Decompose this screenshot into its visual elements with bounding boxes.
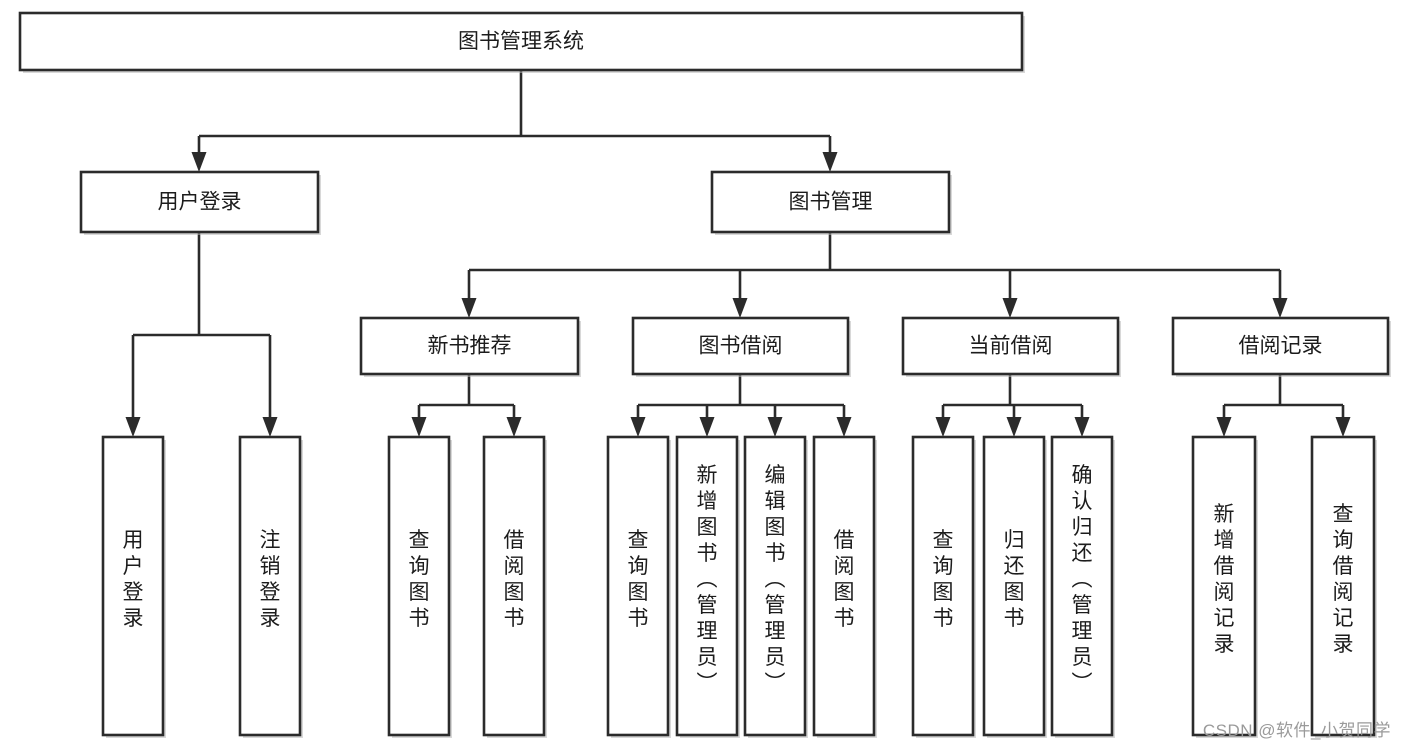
node-leaf-2[interactable]: 查询图书: [387, 435, 452, 738]
node-label: 注销登录: [260, 529, 281, 630]
node-leaf-11[interactable]: 新增借阅记录: [1191, 435, 1258, 738]
node-box[interactable]: [812, 435, 876, 737]
node-box[interactable]: [79, 170, 320, 234]
arrow-head-icon: [411, 417, 427, 437]
node-label: 当前借阅: [969, 335, 1053, 358]
node-box[interactable]: [710, 170, 951, 234]
node-box[interactable]: [238, 435, 302, 737]
node-box[interactable]: [982, 435, 1046, 737]
node-leaf-12[interactable]: 查询借阅记录: [1310, 435, 1377, 738]
connectors-layer: [125, 70, 1351, 437]
connector-record_to_leaves: [1216, 374, 1351, 437]
arrow-head-icon: [1002, 298, 1018, 318]
node-label: 借阅记录: [1239, 335, 1323, 358]
node-label: 查询图书: [628, 529, 649, 630]
nodes-layer: 图书管理系统用户登录图书管理新书推荐图书借阅当前借阅借阅记录用户登录注销登录查询…: [18, 11, 1391, 738]
node-box[interactable]: [1050, 435, 1114, 737]
connector-current_to_leaves: [935, 374, 1090, 437]
arrow-head-icon: [461, 298, 477, 318]
node-level2-0[interactable]: 用户登录: [79, 170, 321, 235]
node-box[interactable]: [101, 435, 165, 737]
node-box[interactable]: [911, 435, 975, 737]
arrow-head-icon: [630, 417, 646, 437]
node-level3-0[interactable]: 新书推荐: [359, 316, 581, 377]
node-leaf-4[interactable]: 查询图书: [606, 435, 671, 738]
node-leaf-9[interactable]: 归还图书: [982, 435, 1047, 738]
connector-root_to_level2: [191, 70, 838, 172]
arrow-head-icon: [506, 417, 522, 437]
arrow-head-icon: [1272, 298, 1288, 318]
node-box[interactable]: [901, 316, 1120, 376]
node-leaf-10[interactable]: 确认归还︵管理员︶: [1050, 435, 1115, 738]
arrow-head-icon: [125, 417, 141, 437]
node-leaf-1[interactable]: 注销登录: [238, 435, 303, 738]
node-label: 用户登录: [158, 191, 242, 214]
node-box[interactable]: [359, 316, 580, 376]
node-label: 用户登录: [123, 529, 144, 630]
node-leaf-8[interactable]: 查询图书: [911, 435, 976, 738]
connector-newbook_to_leaves: [411, 374, 522, 437]
arrow-head-icon: [836, 417, 852, 437]
node-label: 查询借阅记录: [1333, 503, 1354, 656]
arrow-head-icon: [935, 417, 951, 437]
node-label: 编辑图书︵管理员︶: [765, 464, 786, 695]
arrow-head-icon: [1335, 417, 1351, 437]
node-label: 查询图书: [933, 529, 954, 630]
node-label: 图书管理系统: [458, 30, 584, 53]
node-label: 确认归还︵管理员︶: [1072, 464, 1093, 695]
connector-bookmgmt_to_level3: [461, 232, 1288, 318]
node-box[interactable]: [606, 435, 670, 737]
node-box[interactable]: [1171, 316, 1390, 376]
node-leaf-3[interactable]: 借阅图书: [482, 435, 547, 738]
node-box[interactable]: [1191, 435, 1257, 737]
connector-userlogin_to_leaves: [125, 232, 278, 437]
node-root-0[interactable]: 图书管理系统: [18, 11, 1025, 73]
node-level3-2[interactable]: 当前借阅: [901, 316, 1121, 377]
node-leaf-5[interactable]: 新增图书︵管理员︶: [675, 435, 740, 738]
arrow-head-icon: [1006, 417, 1022, 437]
arrow-head-icon: [1074, 417, 1090, 437]
node-leaf-0[interactable]: 用户登录: [101, 435, 166, 738]
connector-borrow_to_leaves: [630, 374, 852, 437]
node-level3-1[interactable]: 图书借阅: [631, 316, 851, 377]
arrow-head-icon: [1216, 417, 1232, 437]
node-label: 借阅图书: [834, 529, 855, 630]
node-label: 新增借阅记录: [1214, 503, 1235, 656]
node-box[interactable]: [675, 435, 739, 737]
node-label: 新增图书︵管理员︶: [697, 464, 718, 695]
arrow-head-icon: [262, 417, 278, 437]
arrow-head-icon: [699, 417, 715, 437]
node-level2-1[interactable]: 图书管理: [710, 170, 952, 235]
node-label: 归还图书: [1004, 529, 1025, 630]
node-box[interactable]: [482, 435, 546, 737]
node-leaf-7[interactable]: 借阅图书: [812, 435, 877, 738]
node-box[interactable]: [631, 316, 850, 376]
arrow-head-icon: [767, 417, 783, 437]
node-box[interactable]: [1310, 435, 1376, 737]
node-box[interactable]: [18, 11, 1024, 72]
node-label: 借阅图书: [504, 529, 525, 630]
node-label: 图书管理: [789, 191, 873, 214]
arrow-head-icon: [732, 298, 748, 318]
node-label: 图书借阅: [699, 335, 783, 358]
node-box[interactable]: [743, 435, 807, 737]
node-level3-3[interactable]: 借阅记录: [1171, 316, 1391, 377]
arrow-head-icon: [191, 152, 207, 172]
node-label: 查询图书: [409, 529, 430, 630]
node-box[interactable]: [387, 435, 451, 737]
node-leaf-6[interactable]: 编辑图书︵管理员︶: [743, 435, 808, 738]
arrow-head-icon: [822, 152, 838, 172]
node-label: 新书推荐: [428, 335, 512, 358]
